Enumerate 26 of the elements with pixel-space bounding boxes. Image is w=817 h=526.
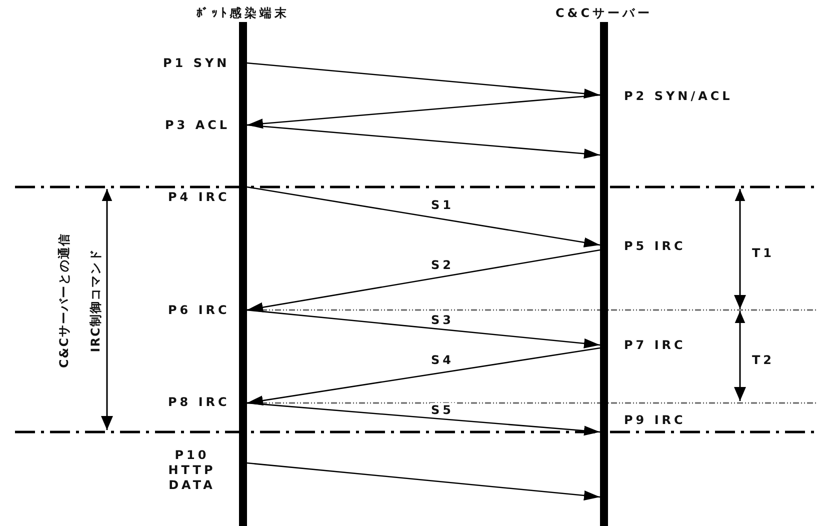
interval-label: T2 (752, 352, 775, 368)
message-label: P3 ACL (165, 118, 230, 132)
arrow (246, 462, 600, 500)
message-label: P2 SYN/ACL (624, 88, 733, 104)
lifeline-label: C&Cサーバー (554, 5, 654, 22)
vertical-label: C&Cサーバーとの通信 (56, 232, 72, 368)
message-label: P5 IRC (624, 238, 686, 254)
arrow (246, 124, 600, 159)
message-label: P9 IRC (624, 412, 686, 428)
message-label: P6 IRC (168, 302, 230, 318)
interval-label: T1 (752, 246, 775, 260)
message-label: P10 HTTP DATA (167, 448, 217, 492)
arrow (246, 347, 600, 406)
message-label: P4 IRC (168, 190, 230, 204)
arrow (246, 94, 600, 129)
vertical-label: IRC制御コマンド (88, 248, 104, 352)
message-label: P7 IRC (624, 338, 686, 352)
arrow (246, 309, 600, 348)
arrow (246, 249, 600, 312)
arrow (246, 402, 600, 436)
arrow (246, 186, 600, 248)
edge-label: S5 (430, 403, 455, 417)
lifeline-label: ﾎﾞｯﾄ感染端末 (196, 5, 290, 22)
message-label: P1 SYN (163, 56, 230, 70)
arrow (246, 62, 600, 99)
message-label: P8 IRC (168, 394, 230, 410)
